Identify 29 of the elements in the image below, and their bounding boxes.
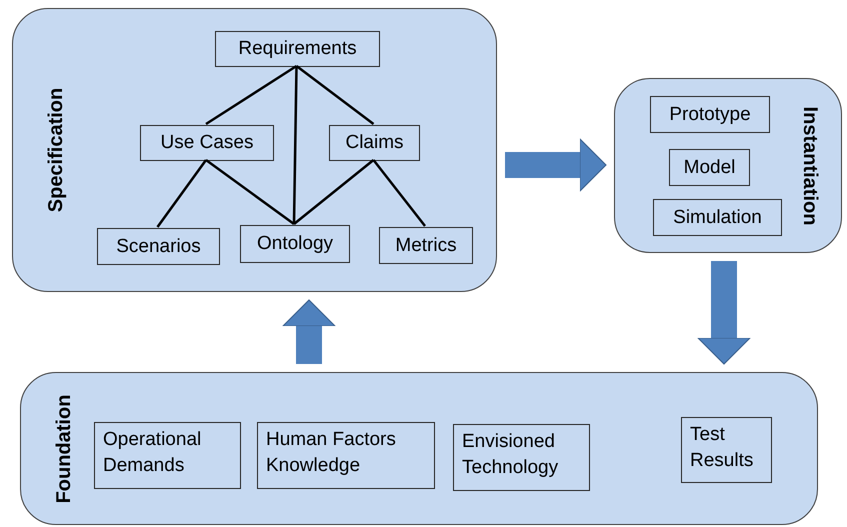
panel	[20, 372, 818, 525]
panel-title: Instantiation	[798, 106, 822, 225]
text-box: Simulation	[653, 199, 782, 236]
text-box: Use Cases	[140, 125, 274, 161]
text-box: Model	[669, 149, 750, 186]
panel-title: Specification	[44, 88, 68, 212]
connector-line	[205, 64, 298, 126]
panel-title: Foundation	[52, 394, 76, 503]
text-box: Metrics	[379, 227, 473, 264]
connector-line	[156, 159, 208, 228]
text-box: Ontology	[240, 225, 350, 263]
panel	[614, 78, 842, 253]
text-box: Scenarios	[97, 228, 220, 265]
block-arrow	[282, 300, 336, 364]
connector-line	[296, 65, 374, 125]
block-arrow	[505, 138, 606, 192]
panel	[12, 8, 497, 292]
text-box: Envisioned Technology	[453, 424, 590, 491]
text-box: Requirements	[215, 31, 380, 67]
text-box: Test Results	[681, 417, 772, 483]
text-box: Operational Demands	[94, 422, 241, 489]
connector-line	[205, 158, 295, 226]
block-arrow	[698, 261, 750, 364]
connector-line	[372, 159, 426, 227]
connector-line	[292, 66, 298, 224]
connector-line	[293, 159, 374, 225]
text-box: Claims	[329, 125, 420, 161]
text-box: Prototype	[650, 96, 770, 133]
text-box: Human Factors Knowledge	[257, 422, 435, 489]
